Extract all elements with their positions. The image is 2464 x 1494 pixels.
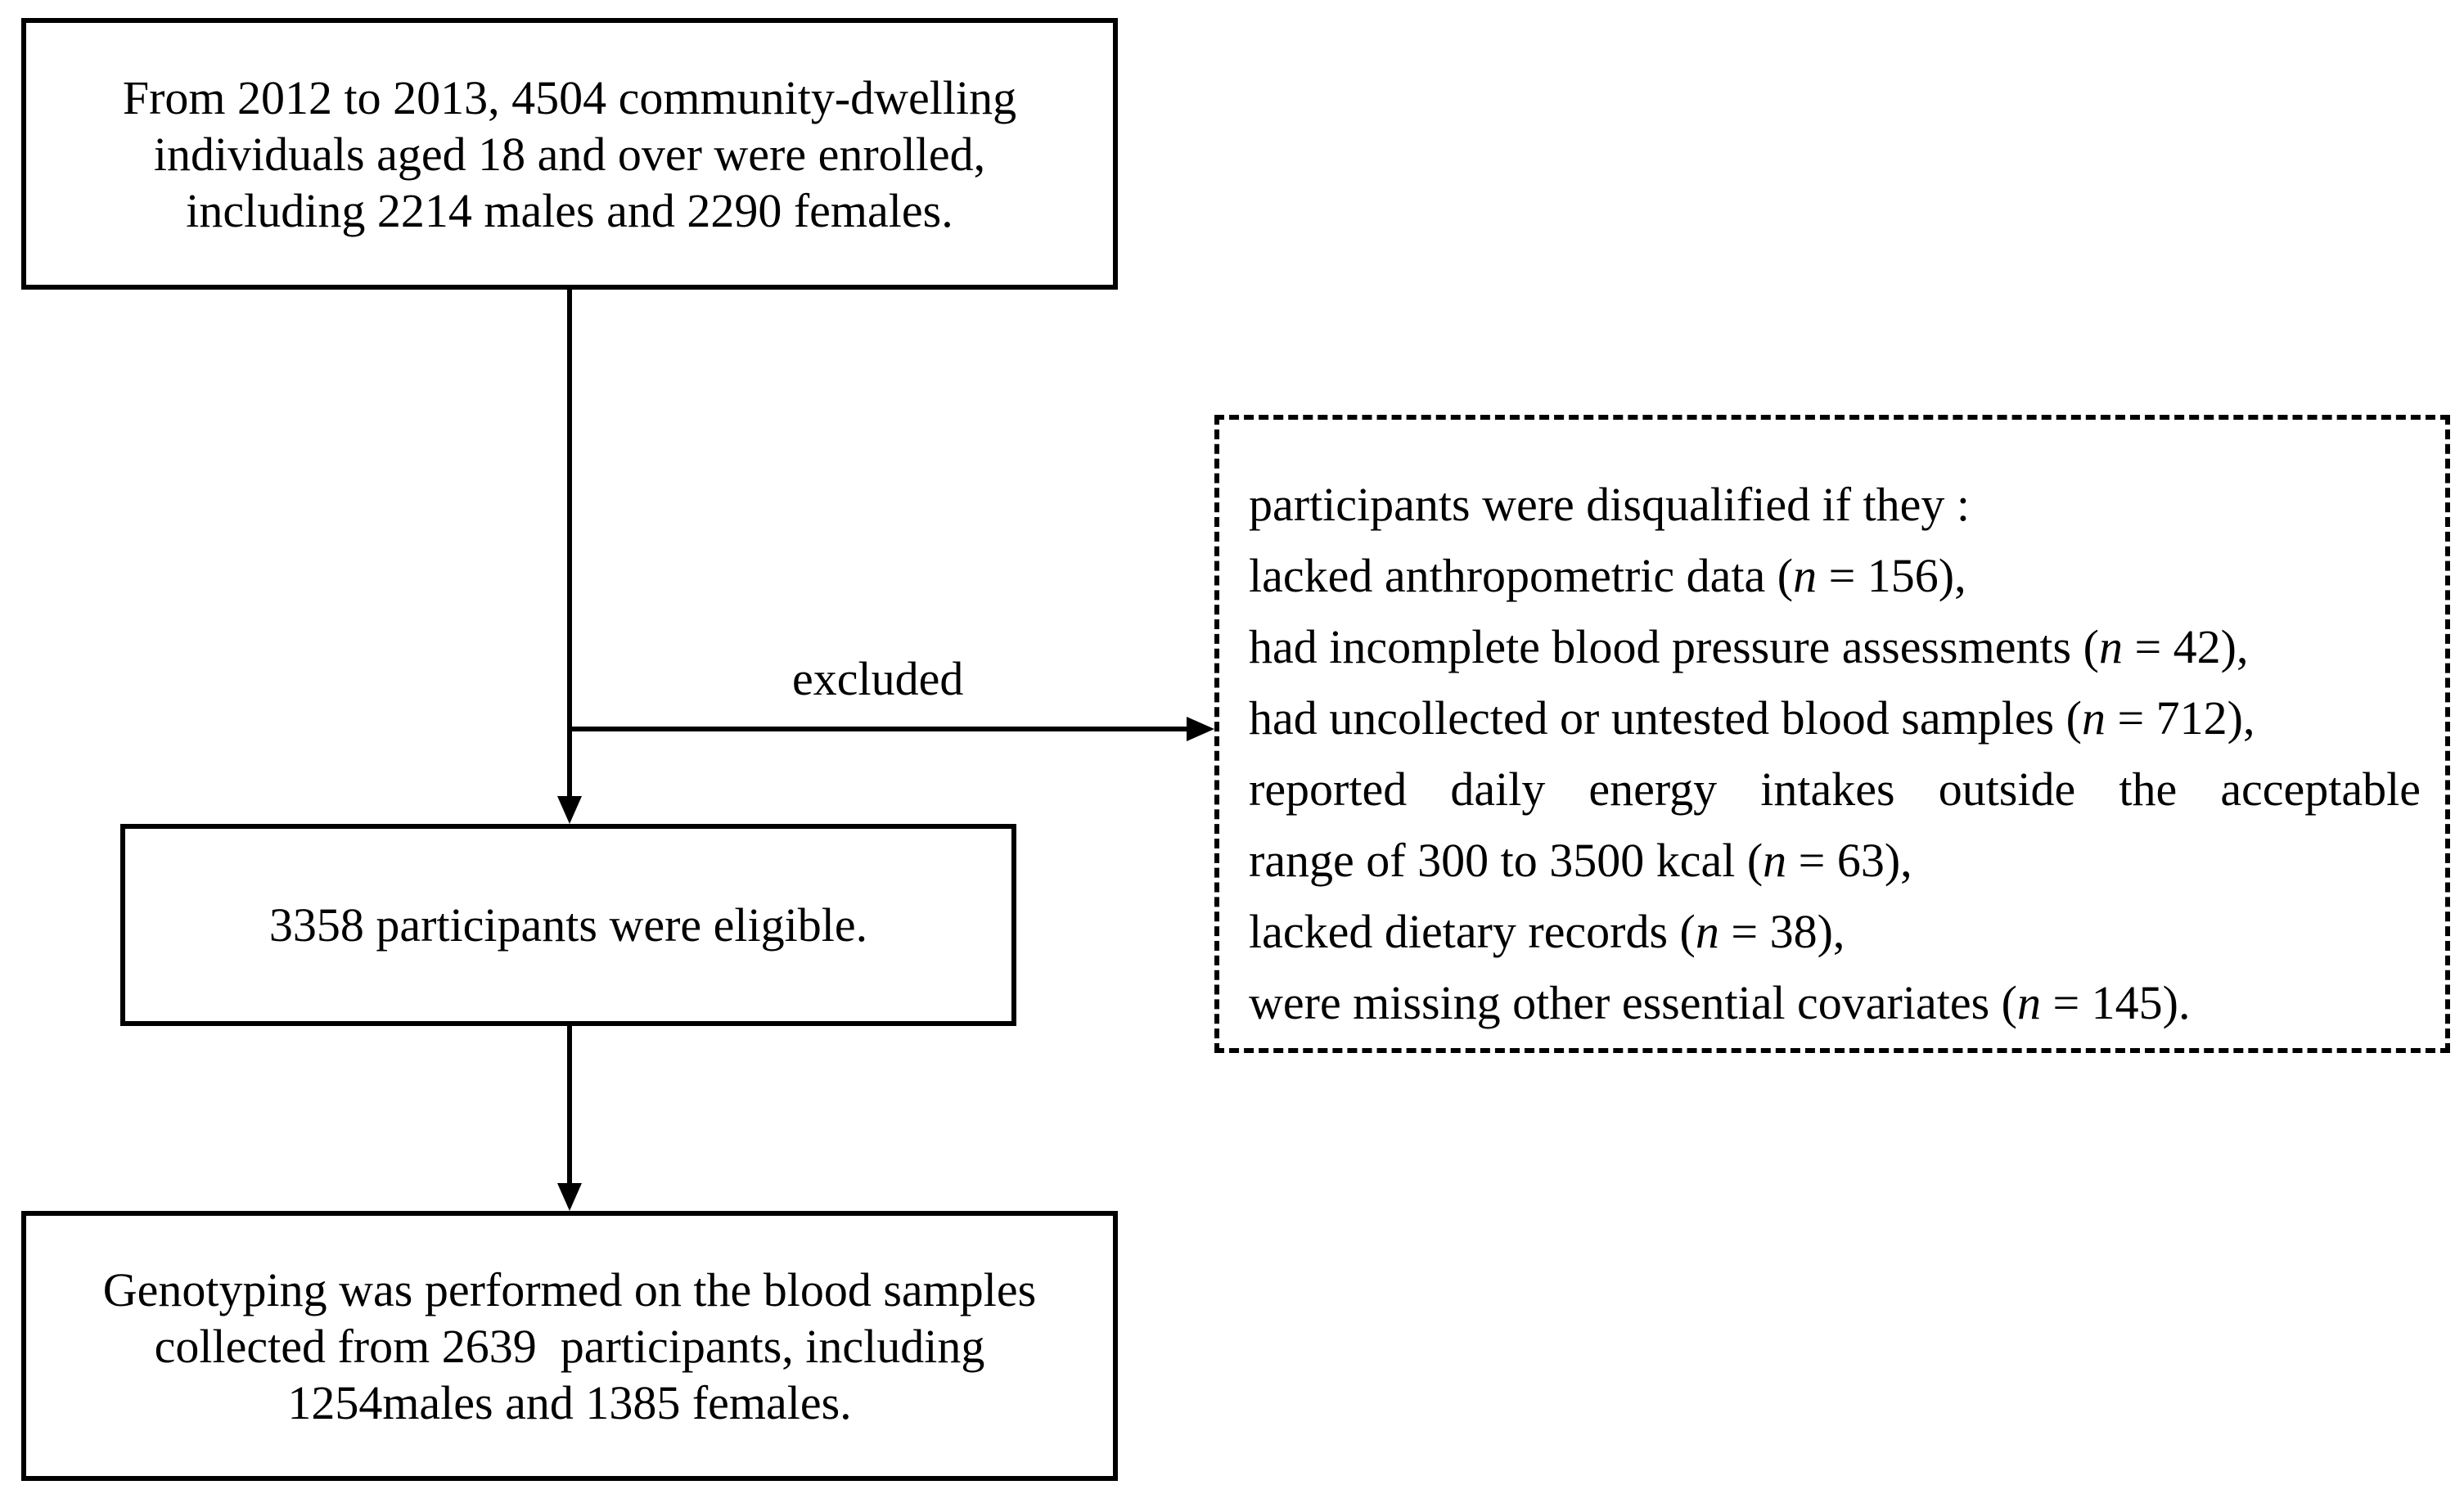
enrolled-line-2: individuals aged 18 and over were enroll… — [153, 127, 986, 181]
exclusion-criterion-wrapped-second: range of 300 to 3500 kcal (n = 63), — [1249, 834, 1912, 887]
exclusion-node: participants were disqualified if they :… — [1214, 415, 2450, 1053]
n-symbol: n — [2081, 691, 2106, 745]
n-symbol: n — [2098, 620, 2123, 673]
arrowhead-exclusion — [1187, 717, 1214, 741]
exclusion-heading: participants were disqualified if they : — [1249, 478, 1970, 531]
n-symbol: n — [1695, 905, 1719, 958]
arrowhead-genotyped — [557, 1183, 582, 1211]
eligible-node: 3358 participants were eligible. — [120, 824, 1016, 1026]
exclusion-criterion: lacked anthropometric data (n = 156), — [1249, 549, 1966, 602]
edge-label-excluded: excluded — [792, 652, 964, 705]
exclusion-criterion: had uncollected or untested blood sample… — [1249, 691, 2255, 745]
exclusion-criterion: lacked dietary records (n = 38), — [1249, 905, 1845, 958]
enrolled-node: From 2012 to 2013, 4504 community-dwelli… — [21, 18, 1118, 290]
genotyped-node: Genotyping was performed on the blood sa… — [21, 1211, 1118, 1481]
arrowhead-eligible — [557, 796, 582, 824]
genotyped-line-3: 1254males and 1385 females. — [287, 1375, 852, 1429]
enrolled-line-1: From 2012 to 2013, 4504 community-dwelli… — [122, 70, 1017, 124]
exclusion-criterion: were missing other essential covariates … — [1249, 976, 2191, 1029]
n-symbol: n — [2016, 976, 2041, 1029]
exclusion-criterion: had incomplete blood pressure assessment… — [1249, 620, 2249, 673]
n-symbol: n — [1763, 834, 1787, 887]
genotyped-line-2: collected from 2639 participants, includ… — [154, 1319, 985, 1373]
genotyped-line-1: Genotyping was performed on the blood sa… — [102, 1262, 1037, 1316]
enrolled-line-3: including 2214 males and 2290 females. — [186, 183, 953, 237]
eligible-text: 3358 participants were eligible. — [268, 898, 868, 952]
n-symbol: n — [1793, 549, 1818, 602]
exclusion-criterion-wrapped-first: reported daily energy intakes outside th… — [1249, 763, 2421, 816]
